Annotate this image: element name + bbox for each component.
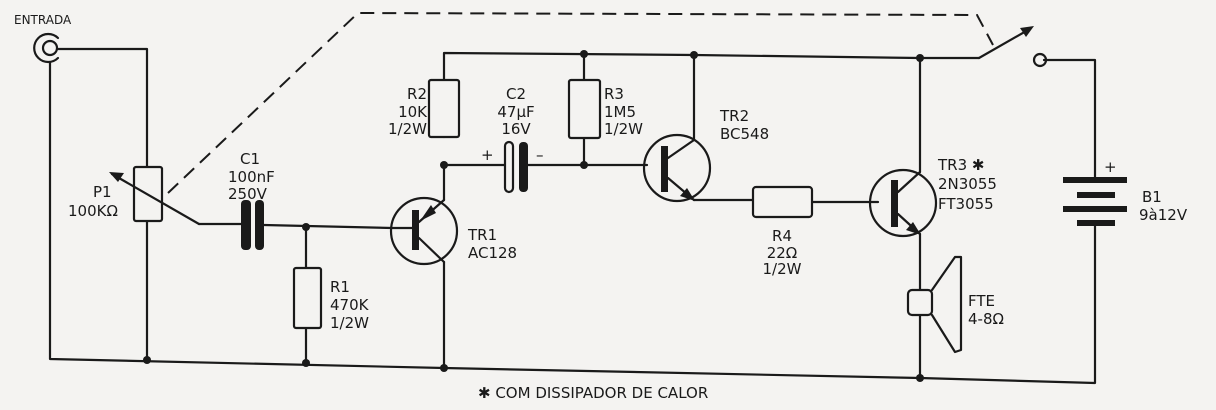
speaker-icon: [906, 255, 963, 354]
r4-value: 22Ω: [767, 244, 798, 262]
c1-rating: 250V: [228, 185, 268, 203]
input-jack: [33, 32, 60, 64]
tr2-ref: TR2: [719, 107, 749, 125]
fte-value: 4-8Ω: [968, 310, 1004, 328]
resistor-r3: [567, 78, 602, 140]
p1-ref: P1: [93, 183, 112, 201]
tr3-ref: TR3 ✱: [937, 156, 984, 174]
resistor-r2: [427, 78, 461, 139]
tr3-alt: FT3055: [938, 195, 994, 213]
c2-rating: 16V: [501, 120, 531, 138]
wires: [48, 47, 1097, 385]
junction-nodes: [143, 50, 924, 382]
r4-rating: 1/2W: [763, 260, 802, 278]
resistor-r4: [751, 185, 814, 219]
r1-value: 470K: [330, 296, 370, 314]
transistor-tr1: [389, 196, 459, 266]
tr1-part: AC128: [468, 244, 517, 262]
c2-value: 47µF: [497, 103, 534, 121]
fte-ref: FTE: [968, 292, 995, 310]
r3-ref: R3: [604, 85, 624, 103]
c2-plus: +: [481, 146, 494, 164]
tr1-ref: TR1: [467, 226, 497, 244]
power-switch: [977, 26, 1048, 68]
b1-value: 9à12V: [1139, 206, 1188, 224]
p1-value: 100KΩ: [68, 202, 118, 220]
c1-value: 100nF: [228, 168, 275, 186]
r4-ref: R4: [772, 227, 792, 245]
c2-ref: C2: [506, 85, 526, 103]
r2-ref: R2: [407, 85, 427, 103]
potentiometer-p1: [109, 165, 201, 226]
capacitor-c2: [503, 140, 528, 194]
tr3-part: 2N3055: [938, 175, 997, 193]
r3-value: 1M5: [604, 103, 636, 121]
r1-rating: 1/2W: [330, 314, 369, 332]
b1-ref: B1: [1142, 188, 1162, 206]
r2-value: 10K: [398, 103, 428, 121]
r3-rating: 1/2W: [604, 120, 643, 138]
c2-minus: –: [536, 146, 544, 164]
input-label: ENTRADA: [14, 13, 72, 27]
footnote: ✱ COM DISSIPADOR DE CALOR: [478, 384, 708, 402]
r1-ref: R1: [330, 278, 350, 296]
transistor-tr3: [868, 168, 938, 238]
c1-ref: C1: [240, 150, 260, 168]
b1-plus: +: [1104, 158, 1117, 176]
tr2-part: BC548: [720, 125, 769, 143]
r2-rating: 1/2W: [388, 120, 427, 138]
battery-b1: [1063, 177, 1127, 226]
capacitor-c1: [241, 200, 264, 250]
resistor-r1: [292, 266, 323, 330]
transistor-tr2: [642, 133, 712, 203]
